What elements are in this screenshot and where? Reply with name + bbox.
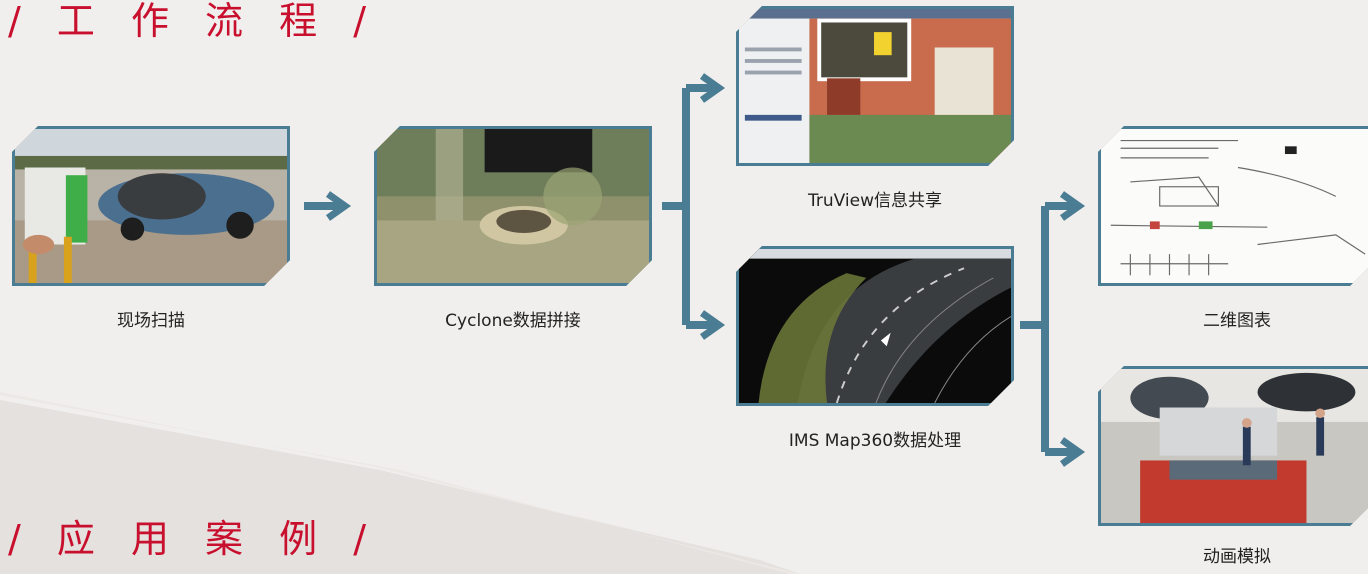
step-truview-image bbox=[736, 6, 1014, 166]
step-map360-image bbox=[736, 246, 1014, 406]
step-animation-image bbox=[1098, 366, 1368, 526]
step-animation-label: 动画模拟 bbox=[1203, 547, 1271, 567]
step-2d-diagram-image bbox=[1098, 126, 1368, 286]
cases-section-title: / 应 用 案 例 / bbox=[8, 517, 379, 561]
step-2d-diagram-label: 二维图表 bbox=[1203, 311, 1271, 331]
step-truview-label: TruView信息共享 bbox=[808, 191, 942, 211]
workflow-section-title: / 工 作 流 程 / bbox=[8, 0, 379, 43]
step-scan-image bbox=[12, 126, 290, 286]
step-map360-label: IMS Map360数据处理 bbox=[788, 431, 962, 451]
step-cyclone-label: Cyclone数据拼接 bbox=[445, 311, 581, 331]
step-scan-label: 现场扫描 bbox=[117, 311, 185, 331]
step-cyclone-image bbox=[374, 126, 652, 286]
